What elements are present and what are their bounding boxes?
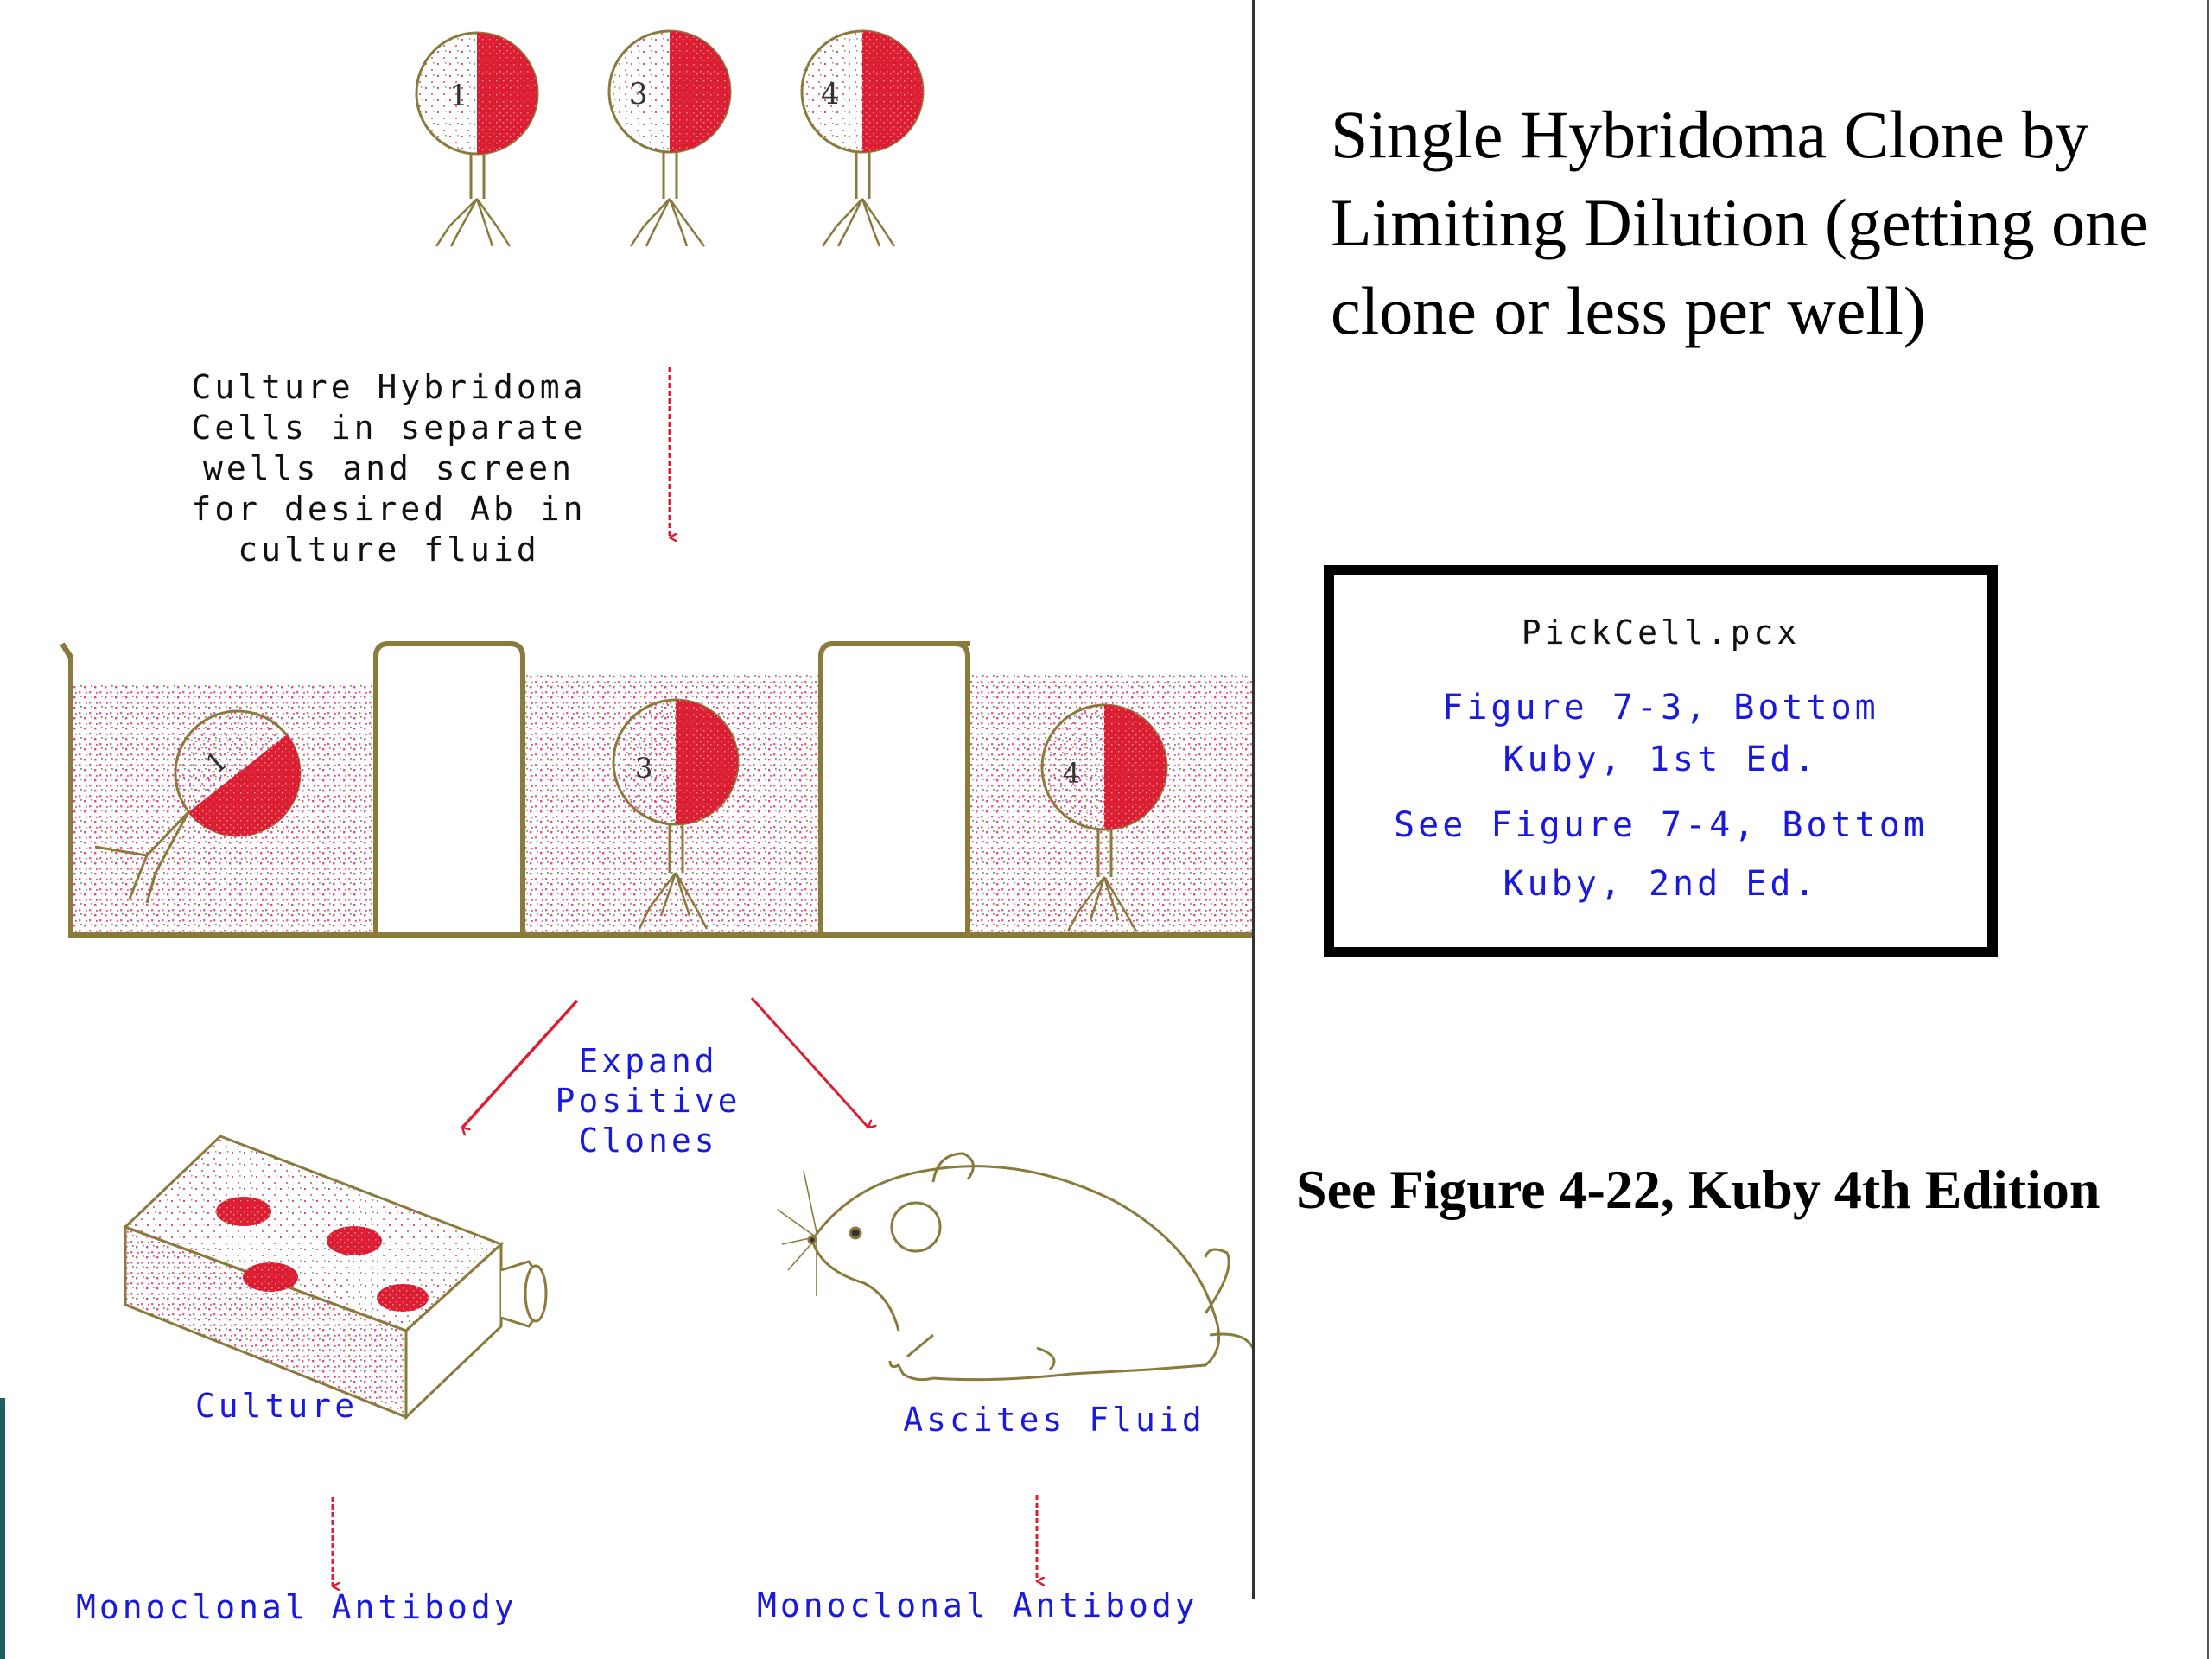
culture-wells (60, 641, 1253, 938)
well-3-cell: 3 (612, 698, 740, 930)
clone-4-cell: 4 (800, 29, 925, 247)
reference-line-3: See Figure 7-4, Bottom (1394, 805, 1928, 845)
step-line-5: culture fluid (238, 531, 540, 569)
reference-box: PickCell.pcx Figure 7-3, Bottom Kuby, 1s… (1324, 565, 1998, 957)
culture-flask (123, 1135, 548, 1421)
monoclonal-antibody-right: Monoclonal Antibody (757, 1586, 1198, 1624)
vertical-divider (1252, 0, 1255, 1599)
step-line-4: for desired Ab in (191, 490, 587, 528)
monoclonal-antibody-left: Monoclonal Antibody (76, 1588, 518, 1626)
culture-step-text: Culture Hybridoma Cells in separate well… (130, 367, 648, 570)
expand-line-2: Positive (555, 1082, 741, 1120)
well-3-label: 3 (635, 752, 652, 785)
left-accent-bar (0, 1398, 5, 1659)
well-1-cell: 1 (94, 709, 302, 904)
reference-filename: PickCell.pcx (1521, 613, 1801, 652)
clone-4-label: 4 (821, 77, 840, 111)
clone-3-cell: 3 (607, 29, 732, 247)
well-4-label: 4 (1063, 757, 1080, 790)
reference-line-4: Kuby, 2nd Ed. (1503, 864, 1819, 904)
ascites-fluid-label: Ascites Fluid (903, 1401, 1205, 1439)
slide-title: Single Hybridoma Clone by Limiting Dilut… (1331, 97, 2149, 348)
clone-1-cell: 1 (415, 31, 539, 247)
clone-1-label: 1 (449, 79, 468, 113)
step-line-3: wells and screen (202, 449, 575, 487)
reference-line-1: Figure 7-3, Bottom (1442, 688, 1879, 728)
well-4-cell: 4 (1040, 703, 1168, 932)
expand-arrow-left (462, 999, 579, 1128)
step-line-2: Cells in separate (191, 409, 587, 447)
hybridoma-diagram: 1 3 4 1 (60, 29, 1253, 1659)
expand-clones-text: Expand Positive Clones (536, 1041, 760, 1160)
clone-3-label: 3 (629, 77, 648, 111)
step-line-1: Culture Hybridoma (191, 368, 587, 406)
expand-line-1: Expand (578, 1042, 718, 1080)
culture-label: Culture (194, 1387, 359, 1425)
expand-line-3: Clones (578, 1122, 718, 1160)
mouse-illustration (777, 1152, 1253, 1382)
expand-arrow-right (750, 996, 868, 1128)
right-edge-line (2207, 0, 2209, 1659)
see-figure-note: See Figure 4-22, Kuby 4th Edition (1296, 1159, 2101, 1220)
reference-line-2: Kuby, 1st Ed. (1503, 740, 1819, 779)
